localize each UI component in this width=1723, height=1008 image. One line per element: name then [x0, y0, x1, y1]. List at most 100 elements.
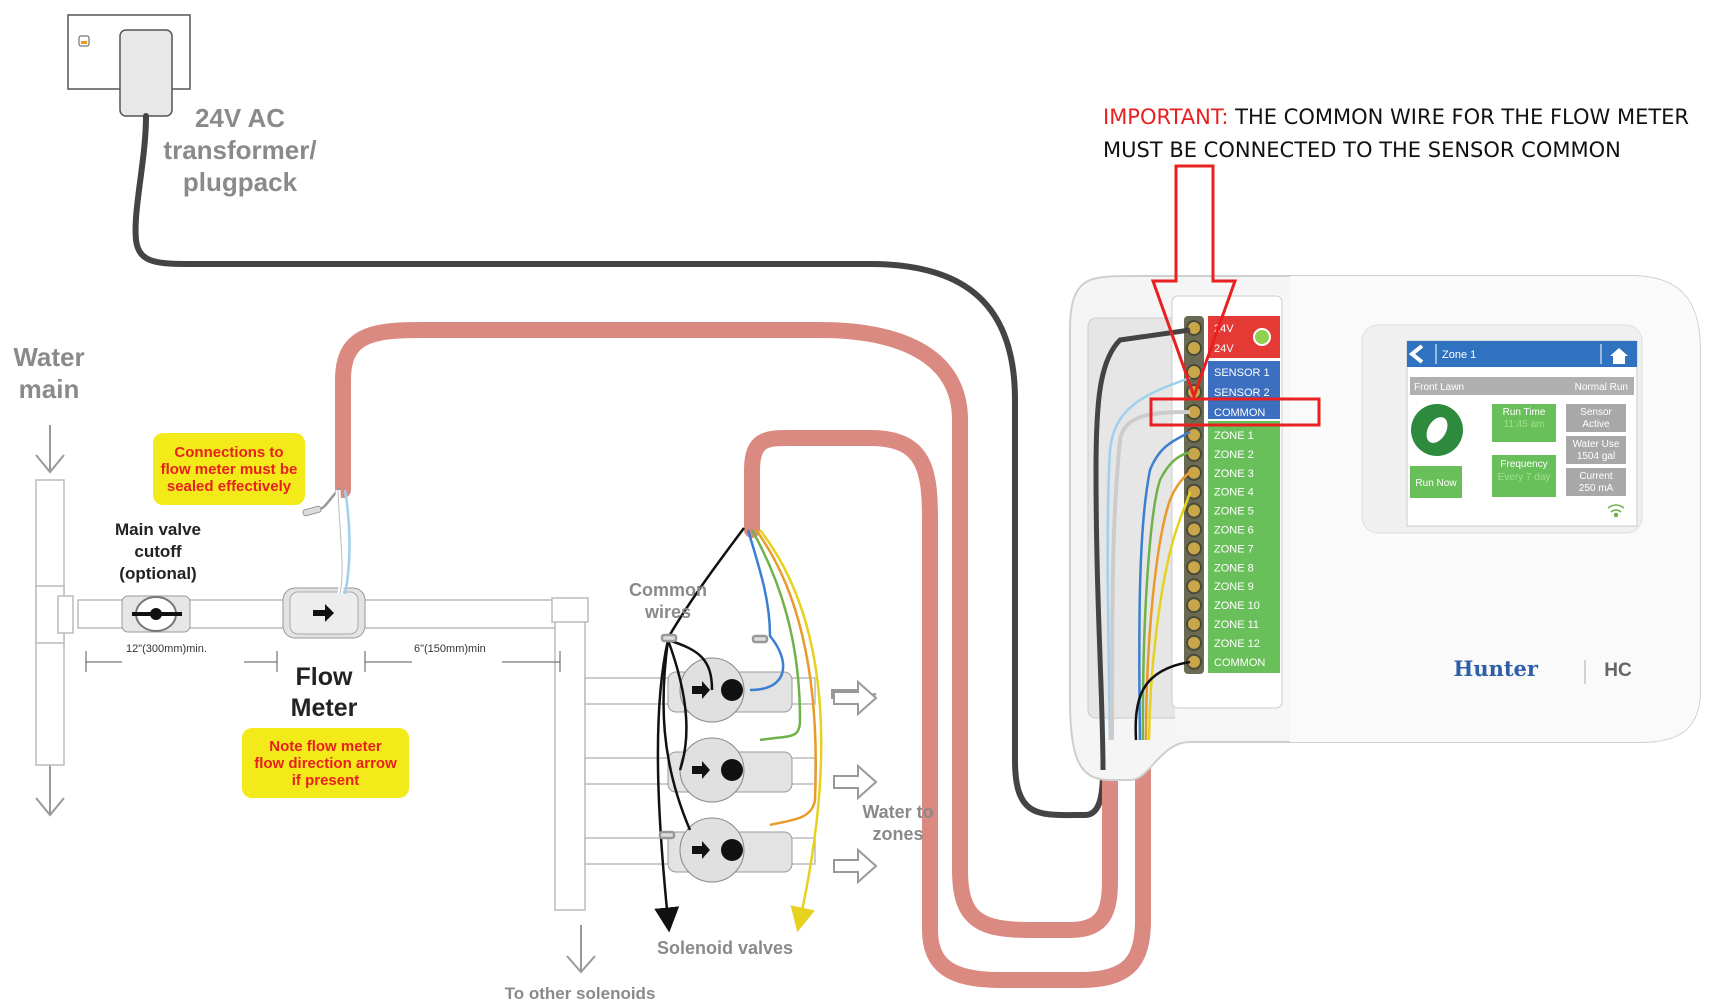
- frequency-value: Every 7 day: [1498, 472, 1551, 483]
- to-other-solenoids-arrow-icon: [566, 925, 596, 974]
- terminal-zone-11-screw: [1186, 616, 1202, 632]
- brand-logo: Hunter: [1453, 656, 1538, 681]
- model-label: HC: [1604, 660, 1632, 681]
- terminal-zone-1-screw: [1186, 427, 1202, 443]
- home-icon: [1610, 348, 1628, 364]
- terminal-sensor-1-label: SENSOR 1: [1214, 367, 1270, 379]
- solenoid-wires: [654, 527, 823, 933]
- dimension-right: [364, 651, 561, 672]
- flow-meter-wires: [317, 487, 351, 595]
- note-direction-line-2: flow direction arrow: [254, 754, 397, 772]
- to-other-solenoids-label: To other solenoids: [505, 984, 656, 1003]
- terminal-zone-10-label: ZONE 10: [1214, 600, 1260, 612]
- sensor-terminal-label-bg: [1208, 361, 1280, 419]
- back-icon: [1408, 344, 1424, 364]
- terminal-sensor-3-label: COMMON: [1214, 407, 1265, 419]
- transformer-label-3: plugpack: [183, 167, 298, 197]
- water-to-zones-label-2: zones: [872, 824, 923, 844]
- terminal-power-2-label: 24V: [1214, 343, 1234, 355]
- power-cord: [132, 113, 1106, 819]
- important-prefix: IMPORTANT:: [1103, 105, 1229, 129]
- flow-direction-arrow-icon: [313, 604, 334, 622]
- power-led-icon: [1253, 328, 1271, 346]
- important-text: THE COMMON WIRE FOR THE FLOW METER MUST …: [1103, 105, 1690, 162]
- flow-meter-label-2: Meter: [291, 694, 358, 722]
- transformer-label-2: transformer/: [163, 135, 316, 165]
- flow-meter: [282, 587, 366, 639]
- run-time-value: 11:45 am: [1504, 419, 1545, 430]
- note-sealed: Connections to flow meter must be sealed…: [153, 433, 305, 505]
- controller-display: Zone 1 Front Lawn Normal Run Run Now Run…: [1361, 324, 1643, 534]
- screen-title: Zone 1: [1442, 349, 1476, 361]
- terminal-zone-6-screw: [1186, 521, 1202, 538]
- terminal-zone-6-label: ZONE 6: [1214, 525, 1254, 537]
- terminal-zone-13-label: COMMON: [1214, 657, 1265, 669]
- terminal-zone-5-screw: [1186, 502, 1202, 519]
- solenoid-valves-label: Solenoid valves: [657, 938, 793, 958]
- terminal-zone-4-screw: [1186, 483, 1202, 500]
- terminal-zone-8-screw: [1186, 559, 1202, 576]
- terminal-zone-9-label: ZONE 9: [1214, 581, 1254, 593]
- zone-cable: [744, 429, 1151, 988]
- main-valve-cutoff: [121, 595, 191, 633]
- terminal-zone-2-screw: [1186, 445, 1202, 462]
- note-sealed-line-3: sealed effectively: [166, 477, 292, 495]
- dimension-left-label: 12"(300mm)min.: [126, 643, 207, 655]
- water-use-value: 1504 gal: [1577, 451, 1615, 462]
- terminal-zone-1-label: ZONE 1: [1214, 430, 1254, 442]
- terminal-sensor-1-screw: [1186, 364, 1202, 380]
- note-direction-line-3: if present: [291, 771, 360, 789]
- note-sealed-line-2: flow meter must be: [160, 460, 298, 478]
- main-valve-label-2: cutoff: [134, 542, 182, 561]
- terminal-zone-4-label: ZONE 4: [1214, 487, 1254, 499]
- flow-in-arrow-icon: [35, 425, 65, 474]
- terminal-screws: [1186, 320, 1202, 670]
- water-to-zones-arrow-icon: [831, 679, 878, 885]
- current-value: 250 mA: [1579, 483, 1614, 494]
- terminal-zone-2-label: ZONE 2: [1214, 449, 1254, 461]
- main-valve-label-1: Main valve: [115, 520, 201, 539]
- dimension-left: [85, 651, 278, 672]
- note-direction: Note flow meter flow direction arrow if …: [242, 728, 409, 798]
- terminal-zone-9-screw: [1186, 578, 1202, 595]
- water-main-label-2: main: [19, 374, 80, 404]
- solenoid-valve-2: [667, 737, 793, 803]
- water-main-pipe: [35, 479, 74, 766]
- frequency-label: Frequency: [1500, 459, 1547, 470]
- water-use-label: Water Use: [1573, 439, 1620, 450]
- current-label: Current: [1579, 471, 1613, 482]
- transformer-label-1: 24V AC: [195, 103, 285, 133]
- flow-out-arrow-icon: [35, 765, 65, 817]
- wifi-icon: [1607, 504, 1625, 518]
- terminal-zone-7-label: ZONE 7: [1214, 543, 1254, 555]
- sensor-label: Sensor: [1580, 407, 1612, 418]
- run-time-label: Run Time: [1503, 407, 1546, 418]
- flow-meter-cable: [335, 322, 1118, 938]
- main-valve-label-3: (optional): [119, 564, 196, 583]
- run-now-label: Run Now: [1415, 478, 1457, 489]
- terminal-zone-12-label: ZONE 12: [1214, 638, 1260, 650]
- terminal-zone-10-screw: [1186, 597, 1202, 614]
- solenoid-valve-3: [667, 817, 793, 883]
- terminal-zone-3-label: ZONE 3: [1214, 468, 1254, 480]
- sensor-value: Active: [1582, 419, 1610, 430]
- terminal-sensor-2-label: SENSOR 2: [1214, 387, 1270, 399]
- transformer-plugpack: [119, 29, 173, 117]
- wire-end: [302, 505, 322, 517]
- terminal-zone-5-label: ZONE 5: [1214, 506, 1254, 518]
- water-main-label-1: Water: [13, 342, 84, 372]
- terminal-zone-8-label: ZONE 8: [1214, 562, 1254, 574]
- common-wires-label-2: wires: [644, 602, 691, 622]
- dimension-right-label: 6"(150mm)min: [414, 643, 486, 655]
- terminal-power-2-screw: [1186, 340, 1202, 356]
- screen-zone-name: Front Lawn: [1414, 382, 1464, 393]
- zone-terminal-label-bg: [1208, 421, 1280, 673]
- flow-meter-label-1: Flow: [296, 663, 353, 691]
- terminal-wires: [1093, 327, 1192, 771]
- terminal-zone-3-screw: [1186, 464, 1202, 481]
- important-pointer-arrow: [1150, 164, 1238, 401]
- note-sealed-line-1: Connections to: [174, 443, 284, 461]
- water-to-zones-label-1: Water to: [862, 802, 933, 822]
- note-direction-line-1: Note flow meter: [269, 737, 382, 755]
